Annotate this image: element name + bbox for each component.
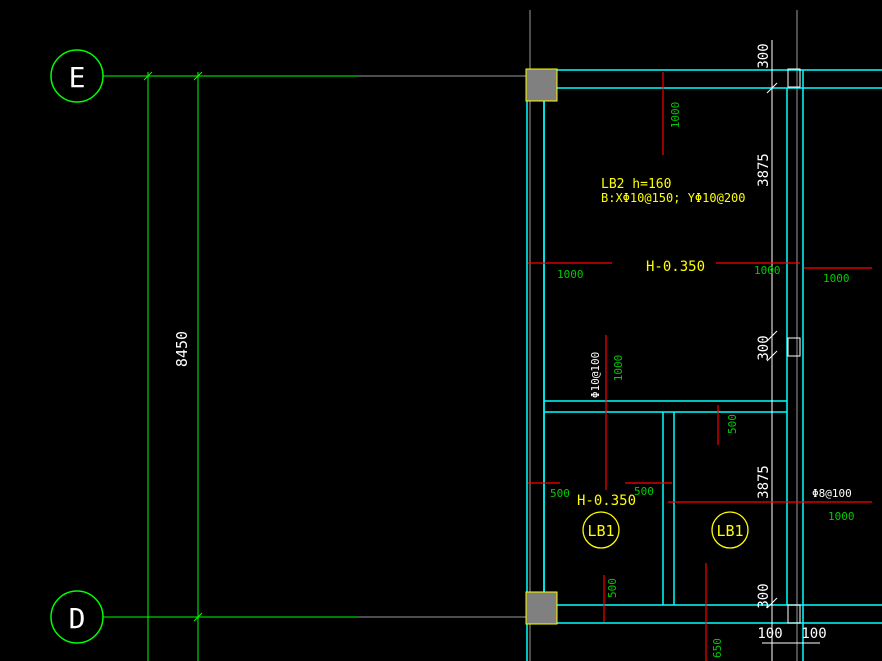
beams — [526, 69, 882, 661]
slab-lb2[interactable]: LB2 h=160 B:XΦ10@150; YΦ10@200 H-0.350 — [601, 177, 746, 275]
rebar-inner-vertical-len: 500 — [726, 414, 739, 434]
slab-lb2-rebar: B:XΦ10@150; YΦ10@200 — [601, 191, 746, 205]
rebar-mid-vertical-len: 1000 — [612, 355, 625, 382]
slab-lb1-tag-right[interactable] — [711, 511, 749, 549]
slab-lb1-tag-left[interactable] — [582, 511, 620, 549]
dim-bottom-offset: 300 — [756, 583, 772, 608]
column-top-left — [525, 68, 558, 102]
rebar-mid-vertical-spec: Φ10@100 — [589, 352, 602, 398]
overall-dimension — [143, 71, 203, 661]
rebar-left-horizontal-len: 1000 — [557, 268, 584, 281]
rebar-lower-left-len: 500 — [550, 487, 570, 500]
rebar-far-right-len: 1000 — [823, 272, 850, 285]
rebar-top-vertical-len: 1000 — [669, 102, 682, 129]
rebar-lower-right-spec: Φ8@100 — [812, 487, 852, 500]
grid-lines — [106, 10, 798, 661]
rebar-bottom-vertical-len: 500 — [606, 578, 619, 598]
dim-span-lower: 3875 — [756, 465, 772, 499]
axis-d[interactable]: D — [50, 590, 358, 644]
rebar-annotations: 1000 1000 1000 1000 Φ10@100 1000 500 500… — [550, 102, 855, 658]
slab-lb1-tag-right-label: LB1 — [716, 522, 743, 540]
dim-bottom-right: 100 — [801, 626, 826, 642]
slab-lb1-elevation: H-0.350 — [577, 493, 636, 509]
slab-lb1[interactable]: H-0.350 LB1 LB1 — [577, 493, 749, 549]
columns — [525, 68, 801, 625]
column-bottom-left — [525, 591, 558, 625]
dim-bottom-left: 100 — [757, 626, 782, 642]
slab-lb2-elevation: H-0.350 — [646, 259, 705, 275]
axis-d-label: D — [69, 602, 86, 635]
dim-mid-offset: 300 — [756, 335, 772, 360]
axis-e[interactable]: E — [50, 49, 358, 103]
dim-top-offset: 300 — [756, 43, 772, 68]
rebar-lines — [528, 72, 872, 661]
column-top-right — [787, 68, 801, 88]
dim-overall: 8450 — [173, 331, 191, 367]
column-mid-right — [787, 337, 801, 357]
rebar-right-horizontal-len: 1000 — [754, 264, 781, 277]
rebar-bottom-far-len: 650 — [711, 638, 724, 658]
rebar-lower-right-len: 1000 — [828, 510, 855, 523]
rebar-lower-mid-len: 500 — [634, 485, 654, 498]
dim-span-upper: 3875 — [756, 153, 772, 187]
axis-e-label: E — [69, 61, 86, 94]
column-bottom-right — [787, 604, 801, 624]
slab-lb1-tag-left-label: LB1 — [587, 522, 614, 540]
slab-lb2-name: LB2 h=160 — [601, 177, 671, 192]
dimension-lines — [762, 40, 820, 661]
